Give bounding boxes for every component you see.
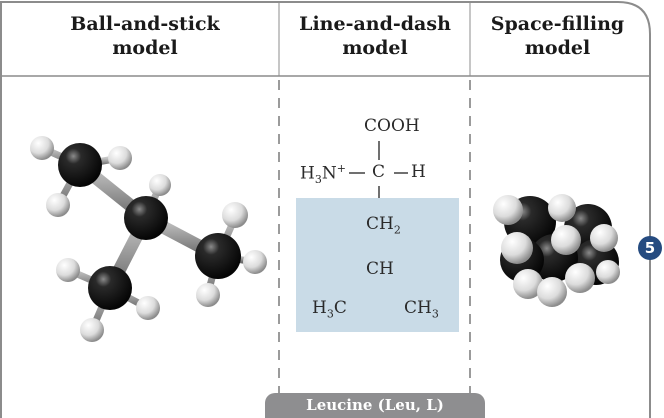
frame-border [0, 1, 651, 418]
methylene-group: CH2 [366, 214, 401, 237]
amino-group: H3N+ [300, 162, 346, 187]
methine-group: CH [366, 259, 394, 279]
carboxyl-group: COOH [364, 116, 420, 136]
alpha-carbon: C [372, 162, 386, 182]
right-methyl-group: CH3 [404, 298, 439, 321]
amino-acid-caption: Leucine (Leu, L) [265, 393, 485, 418]
figure-number-badge: 5 [638, 236, 662, 260]
left-methyl-group: H3C [312, 298, 347, 321]
alpha-hydrogen: H [411, 162, 426, 182]
ball-and-stick-model [30, 136, 267, 342]
side-chain-highlight [296, 198, 459, 332]
space-filling-model [493, 194, 620, 307]
